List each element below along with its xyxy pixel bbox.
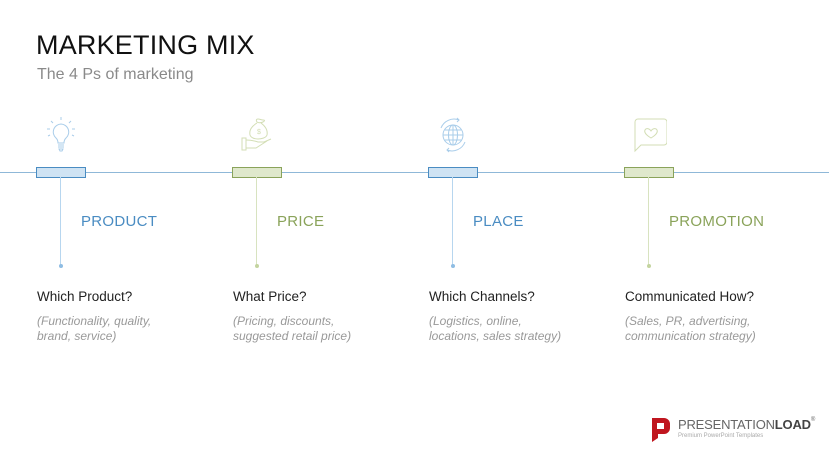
lightbulb-icon [47, 117, 75, 152]
connector-line [452, 177, 453, 265]
connector-dot [58, 263, 63, 268]
item-heading: What Price? [233, 289, 307, 304]
logo-registered: ® [810, 417, 816, 423]
timeline-line [0, 172, 829, 173]
column-promotion: PROMOTION Communicated How? (Sales, PR, … [624, 0, 820, 466]
desc-line: (Logistics, online, [429, 314, 522, 328]
item-label: PROMOTION [669, 213, 765, 230]
logo-name: PRESENTATIONLOAD® [678, 417, 815, 432]
desc-line: (Functionality, quality, [37, 314, 152, 328]
item-heading: Communicated How? [625, 289, 755, 304]
logo-name-light: PRESENTATION [678, 417, 775, 432]
marker-box [624, 167, 674, 178]
column-price: $ PRICE What Price? (Pricing, discounts,… [232, 0, 428, 466]
logo-tagline: Premium PowerPoint Templates [678, 433, 764, 439]
desc-line: brand, service) [37, 329, 117, 343]
item-label: PRICE [277, 213, 325, 230]
connector-dot [254, 263, 259, 268]
page-subtitle: The 4 Ps of marketing [37, 66, 194, 83]
item-heading: Which Channels? [429, 289, 535, 304]
heart-speech-bubble-icon [634, 118, 667, 153]
marker-box [428, 167, 478, 178]
item-description: (Pricing, discounts,suggested retail pri… [233, 314, 423, 344]
connector-line [256, 177, 257, 265]
money-bag-hand-icon: $ [241, 118, 272, 151]
connector-dot [646, 263, 651, 268]
svg-text:$: $ [257, 129, 261, 136]
desc-line: communication strategy) [625, 329, 756, 343]
item-label: PLACE [473, 213, 524, 230]
item-description: (Functionality, quality,brand, service) [37, 314, 227, 344]
desc-line: (Pricing, discounts, [233, 314, 335, 328]
connector-dot [450, 263, 455, 268]
column-product: PRODUCT Which Product? (Functionality, q… [36, 0, 232, 466]
desc-line: locations, sales strategy) [429, 329, 562, 343]
page-title: MARKETING MIX [36, 30, 255, 60]
marker-box [36, 167, 86, 178]
item-label: PRODUCT [81, 213, 158, 230]
connector-line [648, 177, 649, 265]
marker-box [232, 167, 282, 178]
logo-mark-icon [652, 418, 670, 442]
desc-line: suggested retail price) [233, 329, 352, 343]
column-place: PLACE Which Channels? (Logistics, online… [428, 0, 624, 466]
logo-name-bold: LOAD [774, 417, 811, 432]
desc-line: (Sales, PR, advertising, [625, 314, 751, 328]
globe-arrows-icon [440, 117, 466, 153]
item-description: (Logistics, online,locations, sales stra… [429, 314, 619, 344]
item-heading: Which Product? [37, 289, 133, 304]
item-description: (Sales, PR, advertising,communication st… [625, 314, 815, 344]
connector-line [60, 177, 61, 265]
